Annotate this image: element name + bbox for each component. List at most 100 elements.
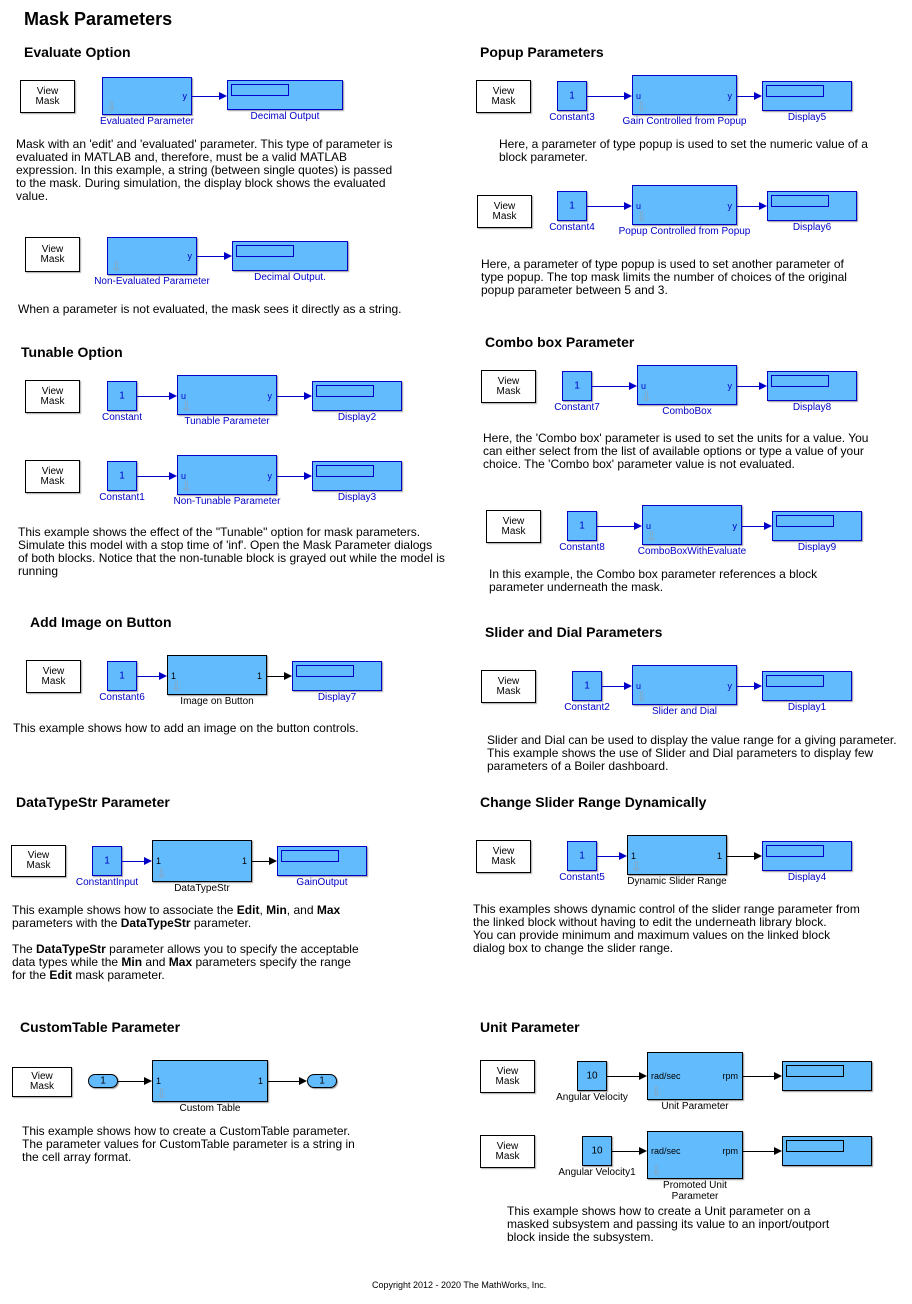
input-port-label: rad/sec	[651, 1071, 681, 1081]
constant-block[interactable]: 1	[107, 381, 137, 411]
display-block[interactable]	[767, 371, 857, 401]
block-label: ComboBox	[662, 406, 712, 417]
mask-arrow-icon: ⇩	[156, 866, 167, 881]
input-port-label: u	[641, 381, 647, 391]
block-label: ComboBoxWithEvaluate	[637, 546, 747, 557]
signal-line	[197, 256, 224, 257]
view-mask-line1: View	[492, 85, 515, 97]
display-block[interactable]	[782, 1061, 872, 1091]
annotation-line: In this example, the Combo box parameter…	[489, 567, 818, 581]
mask-arrow-icon: ⇩	[636, 689, 647, 704]
text-segment: parameter allows you to specify the acce…	[105, 942, 359, 956]
block-label: Custom Table	[179, 1103, 241, 1114]
annotation-text: Here, the 'Combo box' parameter is used …	[483, 432, 868, 471]
display-readout	[296, 665, 354, 677]
display-readout	[231, 84, 289, 96]
display-readout	[316, 465, 374, 477]
text-segment: for the	[12, 968, 50, 982]
view-mask-line1: View	[42, 665, 65, 677]
annotation-line: the linked block without having to edit …	[473, 915, 827, 929]
display-block[interactable]	[292, 661, 382, 691]
masked-subsystem-block[interactable]: y⇩	[107, 237, 197, 275]
constant-block[interactable]: 10	[582, 1136, 612, 1166]
bold-term: Edit	[49, 968, 73, 982]
section-heading: Combo box Parameter	[485, 334, 635, 350]
display-block[interactable]	[772, 511, 862, 541]
annotation-line: popup parameter between 5 and 3.	[481, 283, 668, 297]
annotation-line: This example shows how to add an image o…	[13, 721, 359, 735]
constant-block[interactable]: 1	[557, 191, 587, 221]
display-block[interactable]	[277, 846, 367, 876]
text-segment: data types while the	[12, 955, 122, 969]
mask-arrow-icon: ⇩	[651, 1163, 662, 1178]
arrowhead-icon	[639, 1147, 647, 1155]
constant-block[interactable]: 1	[107, 661, 137, 691]
block-value: 1	[119, 470, 125, 482]
annotation-line: Here, a parameter of type popup is used …	[481, 257, 844, 271]
display-block[interactable]	[312, 461, 402, 491]
display-readout	[786, 1065, 844, 1077]
block-value: 1	[104, 855, 110, 867]
display-block[interactable]	[762, 841, 852, 871]
constant-block[interactable]: 1	[562, 371, 592, 401]
constant-block[interactable]: 1	[107, 461, 137, 491]
annotation-line: block parameter.	[499, 150, 588, 164]
display-block[interactable]	[762, 81, 852, 111]
block-value: 1	[584, 680, 590, 692]
display-readout	[281, 850, 339, 862]
constant-block[interactable]: 1	[567, 841, 597, 871]
masked-subsystem-block[interactable]: y⇩	[102, 77, 192, 115]
display-block[interactable]	[232, 241, 348, 271]
arrowhead-icon	[764, 522, 772, 530]
section-heading: DataTypeStr Parameter	[16, 794, 170, 810]
constant-block[interactable]: 10	[577, 1061, 607, 1091]
display-block[interactable]	[782, 1136, 872, 1166]
constant-block[interactable]: 1	[567, 511, 597, 541]
display-block[interactable]	[762, 671, 852, 701]
signal-line	[607, 1076, 639, 1077]
block-label: Slider and Dial	[651, 706, 718, 717]
display-block[interactable]	[312, 381, 402, 411]
block-value: 1	[100, 1075, 106, 1087]
display-block[interactable]	[767, 191, 857, 221]
view-mask-line2: Mask	[495, 1150, 520, 1162]
constant-block[interactable]: 1	[572, 671, 602, 701]
block-label: Unit Parameter	[661, 1101, 729, 1112]
display-block[interactable]	[227, 80, 343, 110]
annotation-text: This example shows the effect of the "Tu…	[18, 526, 445, 578]
outport-block[interactable]: 1	[307, 1074, 337, 1088]
constant-block[interactable]: 1	[92, 846, 122, 876]
view-mask-line1: View	[496, 1065, 519, 1077]
signal-line	[742, 526, 764, 527]
constant-block[interactable]: 1	[557, 81, 587, 111]
inport-block[interactable]: 1	[88, 1074, 118, 1088]
